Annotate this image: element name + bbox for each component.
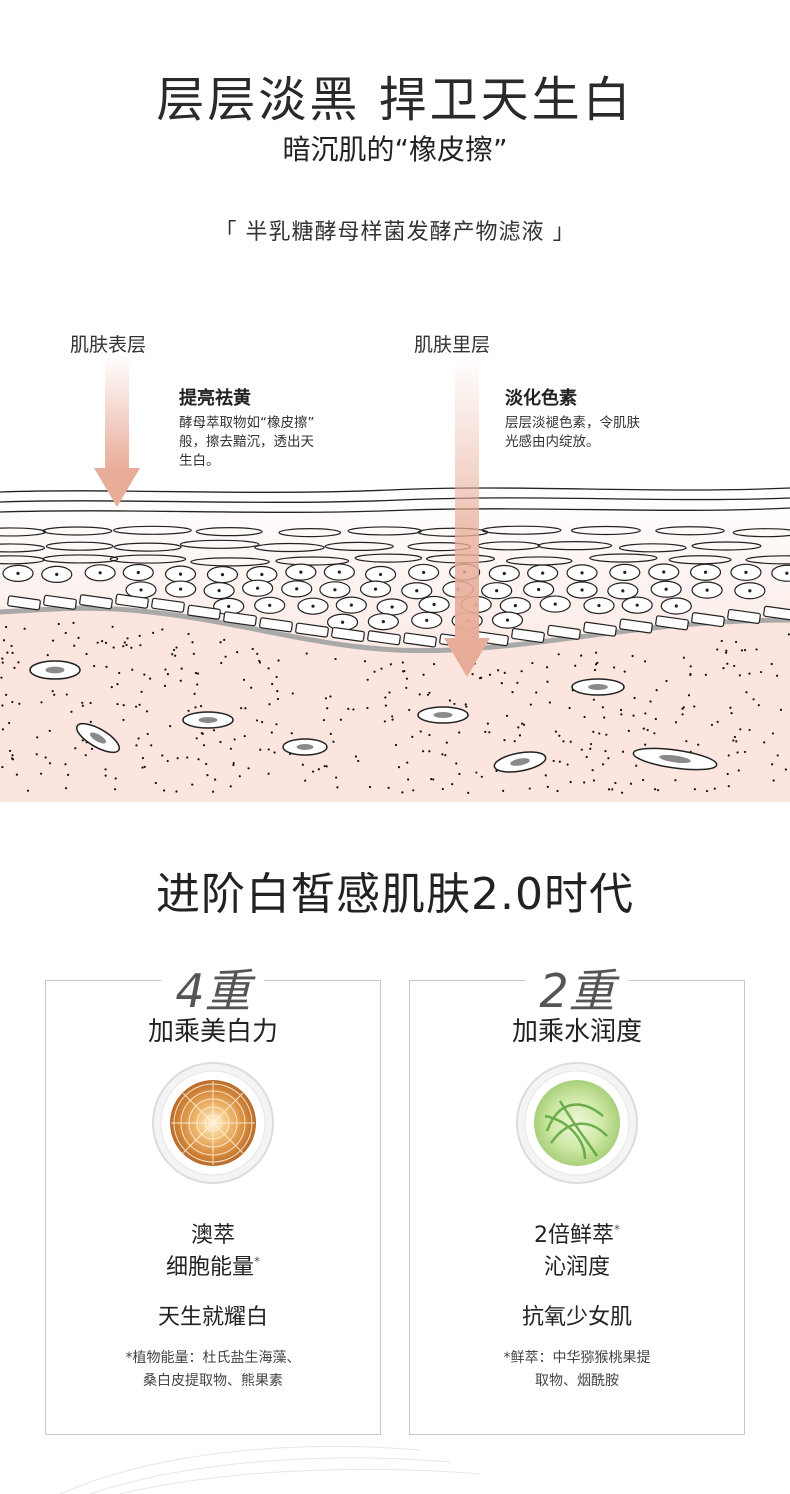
card-footnote: *植物能量：杜氏盐生海藻、 桑白皮提取物、熊果素 [125,1350,301,1389]
feature-fade-title: 淡化色素 [505,388,577,409]
fibroblast-cell [417,706,469,724]
skin-cell [583,596,615,615]
fibroblast-cell [182,711,234,729]
card-highlight-line2: 沁润度 [543,1255,610,1280]
skin-cell [364,565,397,584]
right-arrow-icon [444,355,490,677]
skin-cell [481,582,513,600]
hydration-card: 2重 加乘水润度 2倍鲜萃* 沁润度 抗氧少女肌 *鲜萃：中华猕猴桃果提 取物、… [409,955,745,1435]
skin-cell [326,613,359,631]
feature-fade-desc: 层层淡褪色素，令肌肤 光感由内绽放。 [505,415,640,450]
card-slogan: 天生就耀白 [157,1305,268,1330]
skin-cell [411,611,443,629]
fibroblast-cell [571,678,625,696]
skin-cell [408,563,440,582]
fibroblast-cell [29,660,81,680]
whitening-card: 4重 加乘美白力 澳萃 细胞能量* 天生就耀白 *植物能量：杜氏盐生海藻、 桑白… [45,955,381,1435]
skin-inner-label: 肌肤里层 [414,334,491,356]
decorative-arcs [59,1445,481,1494]
skin-cell [41,565,73,583]
mulberry-cell-dish-icon [152,1062,274,1184]
skin-cell [689,563,722,581]
skin-surface-label: 肌肤表层 [70,334,147,356]
card-number: 2重 [525,955,629,1021]
skin-cell [539,595,571,613]
skin-cell [246,565,278,584]
skin-cell [730,563,762,581]
card-number: 4重 [161,955,265,1021]
skin-cell [297,597,329,615]
fibroblast-cell [282,738,328,756]
skin-cell [527,564,559,582]
card-highlight-line1: 2倍鲜萃* [534,1222,620,1248]
fibroblast-cell [632,747,718,771]
skin-cell [491,611,524,629]
skin-cell [418,595,450,614]
card-highlight-line2: 细胞能量* [165,1254,260,1280]
dermis-layer [0,608,790,802]
skin-cell [607,582,639,600]
feature-brighten-title: 提亮祛黄 [179,388,251,409]
skin-cell [367,613,399,631]
skin-cell [319,581,351,599]
skin-cell [523,580,555,599]
skin-cell [122,563,154,582]
page-title: 层层淡黑 捍卫天生白 [156,72,634,128]
skin-cell [609,563,641,582]
skin-cell [488,564,520,583]
skin-cell [281,580,313,598]
skin-cell [660,597,692,615]
skin-cell [376,598,408,616]
section-title: 进阶白皙感肌肤2.0时代 [156,869,634,920]
skin-cell [650,580,682,598]
card-highlight-line1: 澳萃 [190,1223,235,1248]
ingredient-name: 「 半乳糖酵母样菌发酵产物滤液 」 [214,220,576,245]
skin-cell [242,579,274,597]
skin-cell [84,564,116,582]
fibroblast-cell [75,722,121,754]
card-title: 加乘水润度 [511,1017,642,1047]
skin-cell [254,596,286,614]
skin-cell [285,563,317,581]
page-subtitle: 暗沉肌的“橡皮擦” [282,133,508,166]
card-footnote: *鲜萃：中华猕猴桃果提 取物、烟酰胺 [503,1350,651,1389]
skin-cell [771,564,790,582]
green-algae-dish-icon [516,1062,638,1184]
card-slogan: 抗氧少女肌 [521,1305,632,1330]
skin-cell [691,581,723,599]
skin-cell [566,581,598,599]
skin-cell [648,563,680,581]
card-title: 加乘美白力 [147,1017,278,1047]
skin-cell [335,596,367,614]
skin-cell [566,564,598,582]
skin-cell [499,596,531,615]
fibroblast-cell [493,751,547,773]
skin-cell [165,580,197,598]
skin-cell [359,580,392,598]
skin-cell [323,563,355,581]
skin-cell [621,596,653,614]
skin-cell [203,582,235,600]
skin-cell [401,582,433,600]
left-arrow-icon [94,355,140,507]
skin-cell [164,565,197,583]
skin-cell [2,564,34,583]
skin-cell [734,582,766,600]
basement-membrane [0,605,790,654]
feature-brighten-desc: 酵母萃取物如“橡皮擦” 般，擦去黯沉，透出天 生白。 [179,415,315,469]
skin-cross-section-diagram [0,487,790,802]
skin-cell [206,566,239,584]
